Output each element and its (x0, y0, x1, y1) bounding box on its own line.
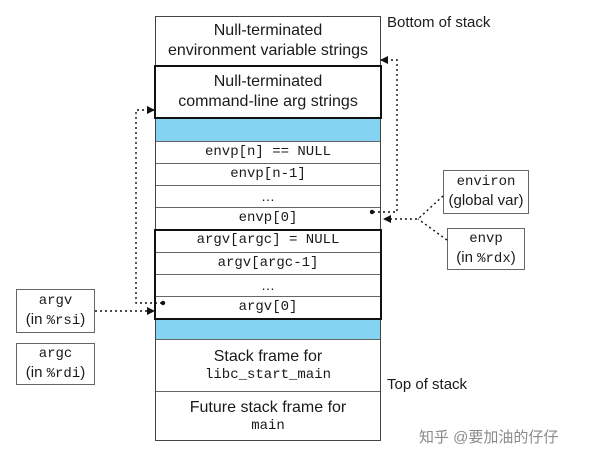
argc-suffix: ) (80, 364, 86, 381)
argc-box: argc (in %rdi) (16, 343, 95, 385)
argv-argc1-cell: argv[argc-1] (155, 253, 381, 275)
argc-reg: %rdi (46, 366, 81, 382)
watermark: 知乎 @要加油的仔仔 (419, 429, 559, 446)
envp-n1-cell: envp[n-1] (155, 164, 381, 186)
envp-name: envp (469, 230, 503, 247)
argv-argc1-text: argv[argc-1] (217, 254, 319, 271)
argv-reg: %rsi (46, 313, 81, 329)
envp0-to-env-strings-arrow (373, 56, 398, 213)
arg-strings-line1: Null-terminated (213, 72, 323, 90)
argc-register: (in %rdi) (26, 363, 85, 383)
argv-ellipsis-text: … (261, 276, 275, 293)
argv-argc-cell: argv[argc] = NULL (155, 230, 381, 253)
libc-frame-line2: libc_start_main (204, 366, 332, 383)
envp-box: envp (in %rdx) (447, 228, 525, 270)
future-frame-cell: Future stack frame for main (155, 392, 381, 441)
environ-box: environ (global var) (443, 170, 529, 214)
padding-band-upper (155, 118, 381, 142)
argv-name: argv (38, 292, 73, 309)
envp-register: (in %rdx) (456, 248, 515, 268)
future-frame-line2: main (251, 417, 285, 434)
bottom-of-stack-label: Bottom of stack (387, 14, 491, 31)
environ-to-envp0-arrow (383, 195, 444, 223)
envp-n-cell: envp[n] == NULL (155, 142, 381, 164)
environ-name: environ (456, 174, 516, 191)
argv-box: argv (in %rsi) (16, 289, 95, 333)
argv-suffix: ) (80, 311, 86, 328)
env-strings-line2: environment variable strings (167, 41, 369, 59)
argc-prefix: (in (25, 364, 47, 381)
envp-reg: %rdx (477, 251, 511, 267)
padding-band-lower (155, 319, 381, 340)
top-of-stack-label: Top of stack (387, 376, 468, 393)
future-frame-line1: Future stack frame for (189, 398, 347, 416)
envp-0-text: envp[0] (238, 209, 298, 226)
envp-n1-text: envp[n-1] (230, 165, 306, 182)
arg-strings-line2: command-line arg strings (178, 92, 358, 110)
env-strings-line1: Null-terminated (213, 21, 323, 39)
envp-ellipsis-text: … (261, 187, 275, 204)
envp0-pointer-dot (369, 209, 375, 215)
argv-register: (in %rsi) (26, 310, 85, 330)
argv-argc-text: argv[argc] = NULL (196, 232, 340, 249)
envp-box-connector (417, 218, 448, 241)
envp-prefix: (in (456, 249, 478, 266)
libc-frame-cell: Stack frame for libc_start_main (155, 340, 381, 392)
envp-suffix: ) (510, 249, 516, 266)
argc-name: argc (38, 345, 73, 362)
argv0-to-arg-strings-arrow (135, 106, 162, 304)
envp-n-text: envp[n] == NULL (204, 143, 332, 160)
argv0-pointer-dot (160, 300, 166, 306)
argv-0-text: argv[0] (238, 298, 298, 315)
argv-ellipsis-cell: … (155, 275, 381, 297)
environ-note: (global var) (448, 192, 524, 210)
libc-frame-line1: Stack frame for (213, 347, 323, 365)
argv-prefix: (in (25, 311, 47, 328)
arg-strings-cell: Null-terminated command-line arg strings (155, 66, 381, 118)
env-strings-cell: Null-terminated environment variable str… (155, 16, 381, 66)
envp-ellipsis-cell: … (155, 186, 381, 208)
